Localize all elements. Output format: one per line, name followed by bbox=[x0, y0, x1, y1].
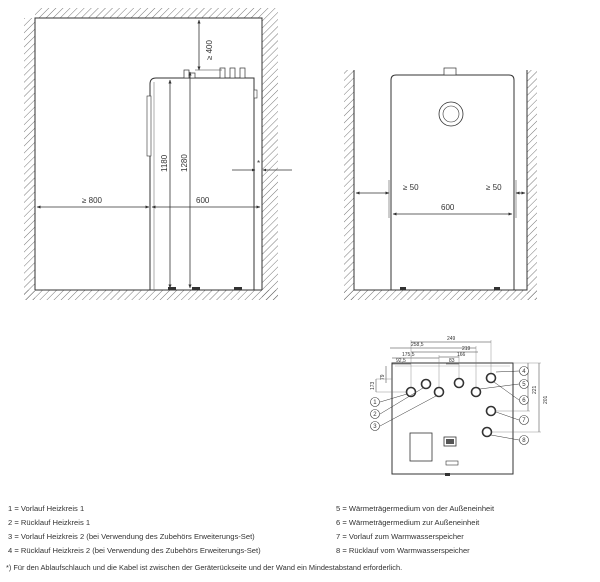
legend-item-4: 4 = Rücklauf Heizkreis 2 (bei Verwendung… bbox=[8, 546, 261, 555]
callout-3: 3 bbox=[370, 421, 380, 431]
callout-2: 2 bbox=[370, 409, 380, 419]
right-left-wall-hatch bbox=[344, 70, 354, 300]
callout-7: 7 bbox=[519, 415, 529, 425]
connector-1 bbox=[405, 386, 417, 398]
dim-height-a: 1180 bbox=[160, 154, 169, 172]
svg-text:3: 3 bbox=[373, 424, 377, 430]
legend-item-7: 7 = Vorlauf zum Warmwasserspeicher bbox=[336, 532, 464, 541]
dim-width-left: 600 bbox=[196, 196, 210, 205]
dim-height-b: 1280 bbox=[180, 154, 189, 172]
indoor-unit-front bbox=[390, 67, 515, 291]
conn-dim-92: 92,5 bbox=[396, 358, 406, 364]
dim-width-right: 600 bbox=[441, 203, 455, 212]
legend-item-6: 6 = Wärmeträgermedium zur Außeneinheit bbox=[336, 518, 480, 527]
conn-dim-221: 221 bbox=[532, 385, 538, 394]
connector-5 bbox=[470, 386, 482, 398]
indoor-unit-side bbox=[146, 67, 258, 291]
svg-text:6: 6 bbox=[522, 398, 526, 404]
dim-clearance-side: ≥ 800 bbox=[82, 196, 103, 205]
dim-clearance-right: ≥ 50 bbox=[486, 183, 502, 192]
svg-text:5: 5 bbox=[522, 382, 526, 388]
footnote: *) Für den Ablaufschlauch und die Kabel … bbox=[6, 563, 403, 572]
connector-7 bbox=[485, 405, 497, 417]
callout-6: 6 bbox=[519, 395, 529, 405]
connector-4 bbox=[453, 377, 465, 389]
left-wall-hatch bbox=[24, 18, 35, 300]
conn-dim-79: 79 bbox=[380, 374, 386, 380]
dim-clearance-left: ≥ 50 bbox=[403, 183, 419, 192]
legend-item-2: 2 = Rücklauf Heizkreis 1 bbox=[8, 518, 91, 527]
conn-dim-258: 258,5 bbox=[411, 342, 424, 348]
conn-dim-173: 173 bbox=[370, 381, 376, 390]
callout-1: 1 bbox=[370, 397, 380, 407]
callout-8: 8 bbox=[519, 435, 529, 445]
svg-text:1: 1 bbox=[373, 400, 377, 406]
rear-wall-hatch bbox=[262, 18, 278, 300]
conn-dim-175: 175,5 bbox=[402, 352, 415, 358]
connector-2 bbox=[420, 378, 432, 390]
conn-dim-166: 166 bbox=[457, 352, 466, 358]
svg-text:8: 8 bbox=[522, 438, 526, 444]
right-right-wall-hatch bbox=[527, 70, 537, 300]
dim-clearance-top: ≥ 400 bbox=[205, 39, 214, 60]
conn-dim-83: 83 bbox=[449, 358, 455, 364]
conn-dim-219: 219 bbox=[462, 346, 471, 352]
legend-item-5: 5 = Wärmeträgermedium von der Außeneinhe… bbox=[336, 504, 495, 513]
connector-3 bbox=[433, 386, 445, 398]
svg-text:4: 4 bbox=[522, 369, 526, 375]
callout-4: 4 bbox=[519, 366, 529, 376]
conn-dim-201: 201 bbox=[543, 395, 549, 404]
svg-text:7: 7 bbox=[522, 418, 526, 424]
svg-text:2: 2 bbox=[373, 412, 377, 418]
callout-5: 5 bbox=[519, 379, 529, 389]
left-view: ≥ 400 1180 1280 ≥ 800 600 * bbox=[24, 8, 292, 300]
top-ceiling-hatch bbox=[35, 8, 278, 18]
connector-8 bbox=[481, 426, 493, 438]
right-view: ≥ 50 ≥ 50 600 bbox=[344, 67, 537, 300]
floor-hatch bbox=[24, 290, 278, 300]
rear-clearance-marker: * bbox=[257, 159, 260, 168]
right-floor-hatch bbox=[344, 290, 537, 300]
legend-item-8: 8 = Rücklauf vom Warmwasserspeicher bbox=[336, 546, 470, 555]
legend-item-3: 3 = Vorlauf Heizkreis 2 (bei Verwendung … bbox=[8, 532, 255, 541]
connection-view: 249 258,5 219 175,5 166 92,5 83 173 79 2… bbox=[370, 336, 549, 476]
conn-dim-249: 249 bbox=[447, 336, 456, 342]
connector-6 bbox=[485, 372, 497, 384]
legend-item-1: 1 = Vorlauf Heizkreis 1 bbox=[8, 504, 85, 513]
